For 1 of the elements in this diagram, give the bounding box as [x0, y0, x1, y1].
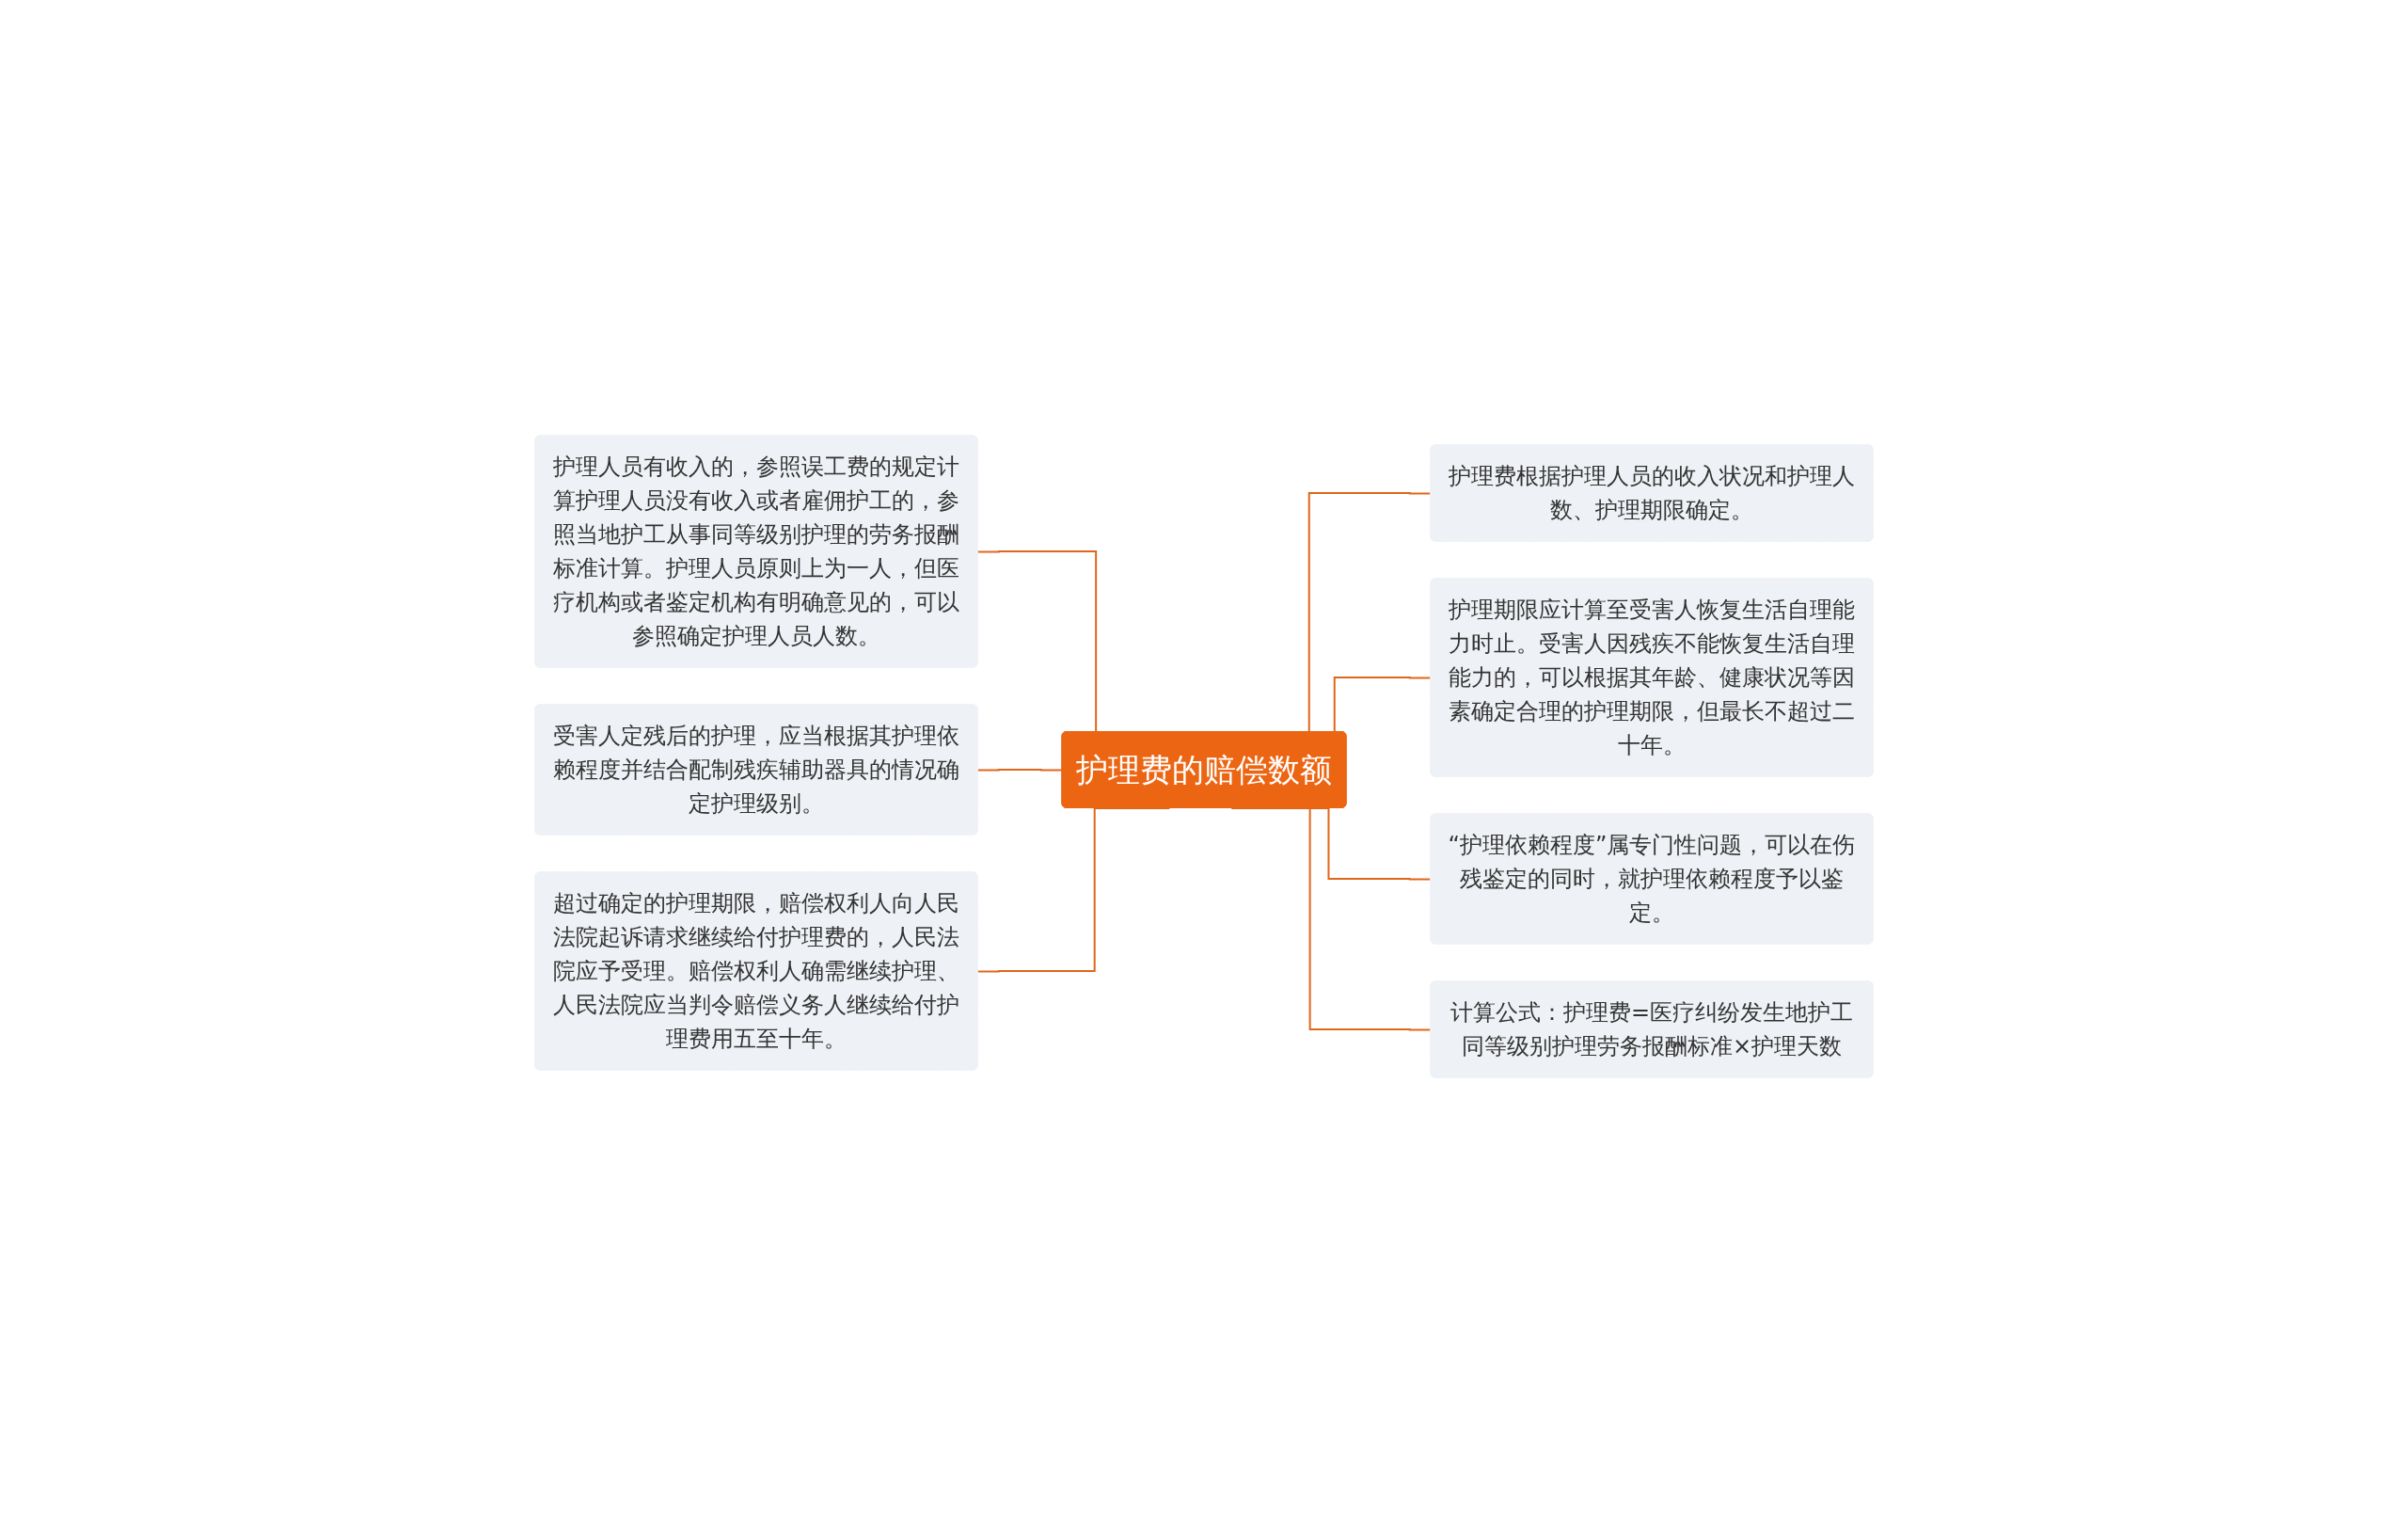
- connector: [976, 769, 1064, 772]
